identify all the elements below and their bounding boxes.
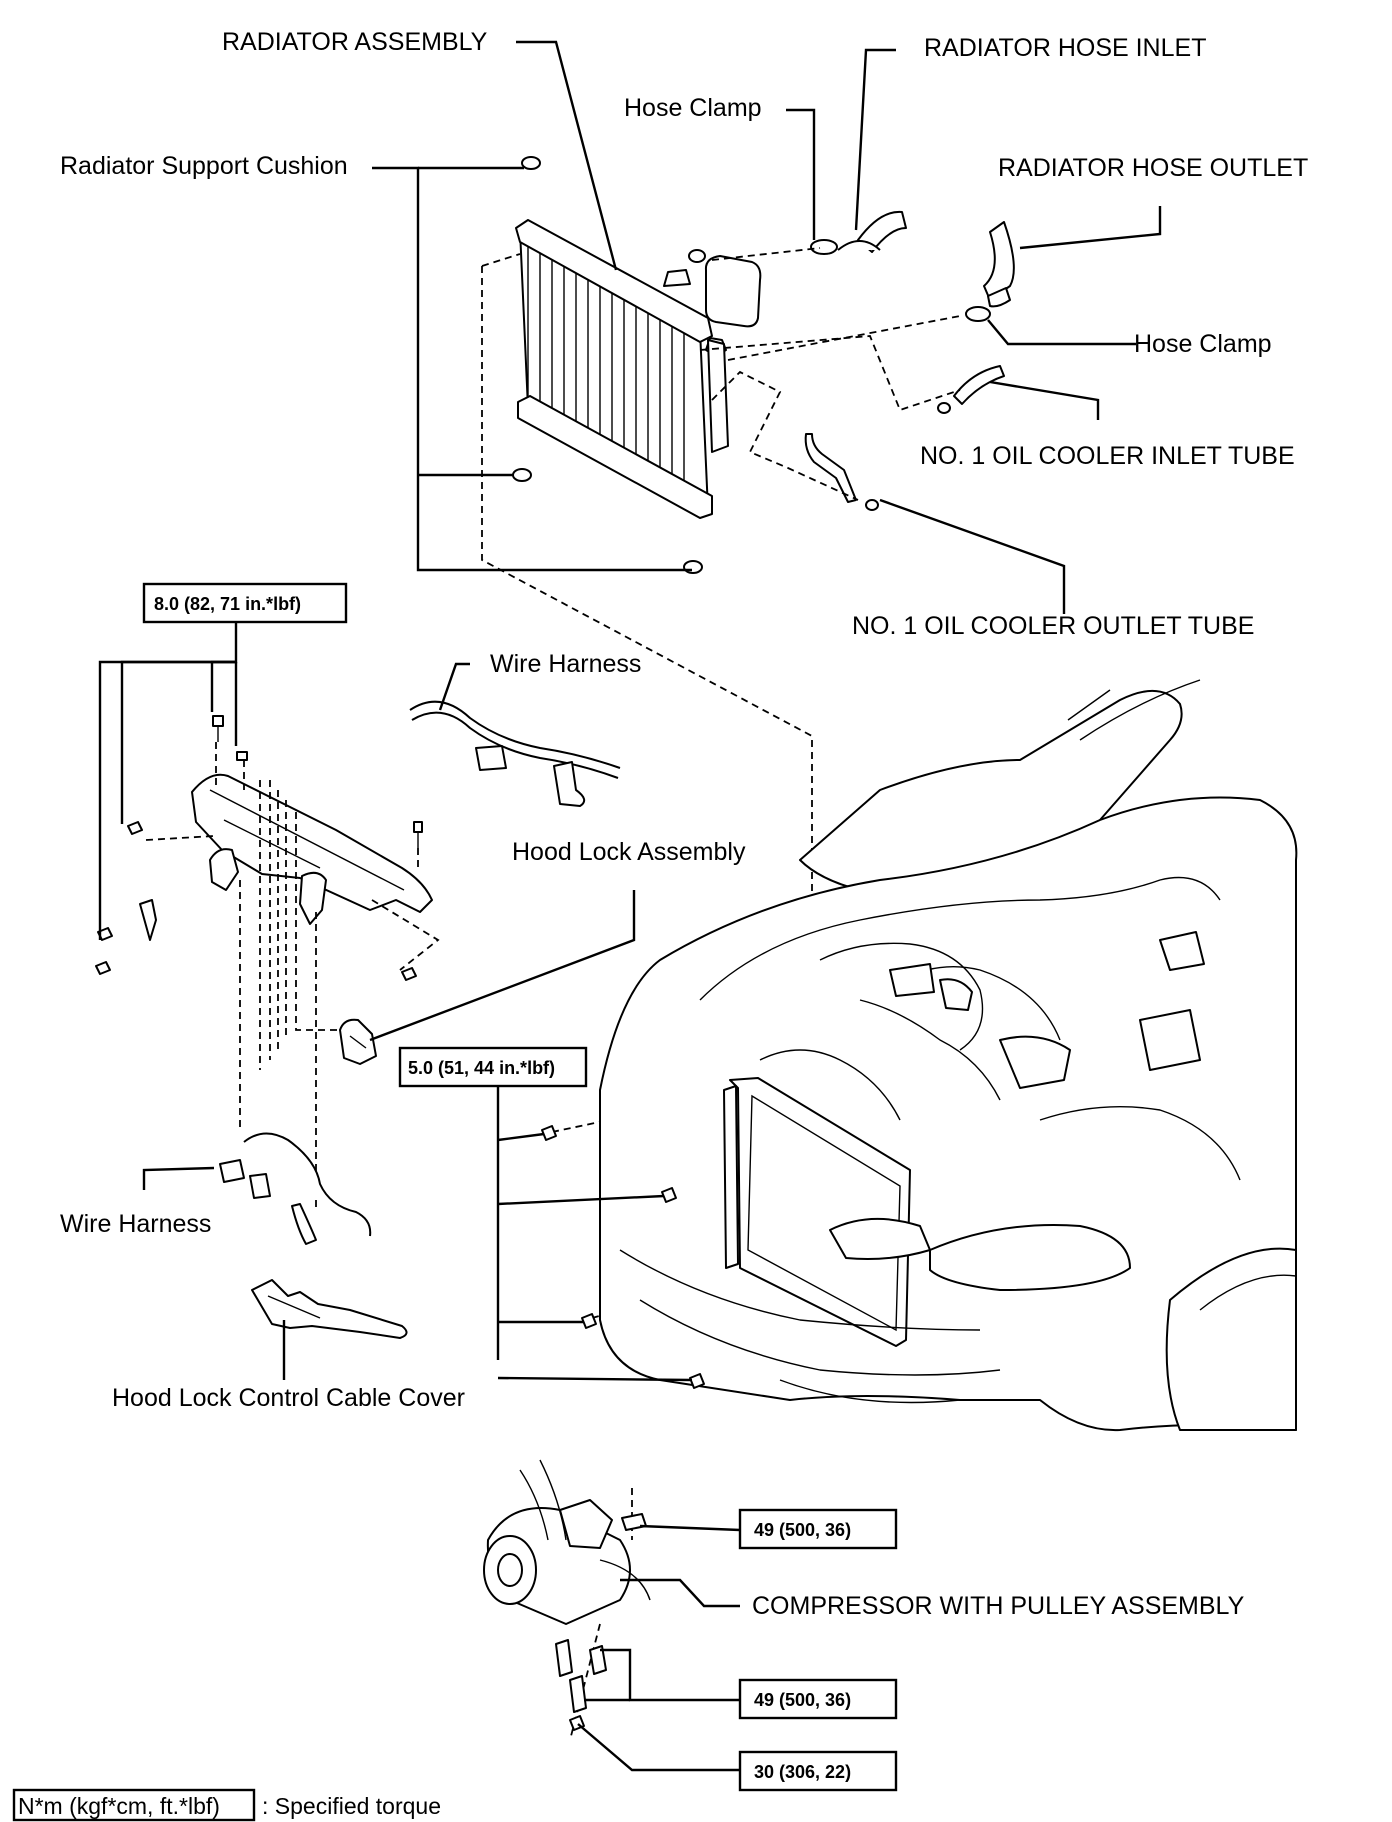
label-wire-harness-upper: Wire Harness xyxy=(490,650,641,678)
radiator-hose-outlet xyxy=(983,221,1015,308)
torque-box-condenser-bolts: 5.0 (51, 44 in.*lbf) xyxy=(398,1046,588,1088)
oil-cooler-outlet-tube xyxy=(804,433,879,511)
label-hood-lock-control-cable-cover: Hood Lock Control Cable Cover xyxy=(112,1384,465,1412)
compressor xyxy=(483,1459,651,1731)
label-hose-clamp-lower: Hose Clamp xyxy=(1134,330,1272,358)
label-radiator-hose-inlet: RADIATOR HOSE INLET xyxy=(924,34,1206,62)
torque-legend: N*m (kgf*cm, ft.*lbf) : Specified torque xyxy=(12,1788,441,1822)
label-radiator-hose-outlet: RADIATOR HOSE OUTLET xyxy=(998,154,1308,182)
torque-box-compressor-lower: 49 (500, 36) xyxy=(738,1678,898,1720)
hood-lock-control-cable-cover xyxy=(251,1279,408,1339)
torque-box-support-bolts: 8.0 (82, 71 in.*lbf) xyxy=(142,582,348,624)
upper-radiator-support xyxy=(191,773,433,925)
label-radiator-assembly: RADIATOR ASSEMBLY xyxy=(222,28,488,56)
support-bolts xyxy=(95,715,423,981)
label-hose-clamp-upper: Hose Clamp xyxy=(624,94,762,122)
torque-box-compressor-upper: 49 (500, 36) xyxy=(738,1508,898,1550)
hose-clamp-upper xyxy=(810,239,838,255)
svg-text:49 (500, 36): 49 (500, 36) xyxy=(754,1690,851,1710)
cushion-top-left xyxy=(521,156,541,170)
condenser xyxy=(723,1077,911,1347)
label-wire-harness-lower: Wire Harness xyxy=(60,1210,211,1238)
vehicle-front xyxy=(599,679,1298,1432)
wire-harness-upper xyxy=(409,700,621,807)
condenser-bolts xyxy=(541,1125,705,1389)
legend-description: : Specified torque xyxy=(262,1793,441,1819)
radiator-hose-inlet xyxy=(837,210,907,253)
label-oil-cooler-inlet-tube: NO. 1 OIL COOLER INLET TUBE xyxy=(920,442,1295,470)
torque-box-compressor-nut: 30 (306, 22) xyxy=(738,1750,898,1792)
svg-text:49 (500, 36): 49 (500, 36) xyxy=(754,1520,851,1540)
oil-cooler-inlet-tube xyxy=(937,365,1005,414)
cushion-top-right xyxy=(688,249,706,263)
torque-boxes: 8.0 (82, 71 in.*lbf) 5.0 (51, 44 in.*lbf… xyxy=(142,582,898,1792)
svg-text:5.0 (51, 44 in.*lbf): 5.0 (51, 44 in.*lbf) xyxy=(408,1058,555,1078)
cushion-bottom-left xyxy=(512,468,532,482)
callout-labels: RADIATOR ASSEMBLY RADIATOR HOSE INLET Ho… xyxy=(60,28,1308,1620)
label-oil-cooler-outlet-tube: NO. 1 OIL COOLER OUTLET TUBE xyxy=(852,612,1254,640)
hose-clamp-lower xyxy=(965,306,991,322)
label-compressor-with-pulley-assembly: COMPRESSOR WITH PULLEY ASSEMBLY xyxy=(752,1592,1245,1620)
legend-unit-box: N*m (kgf*cm, ft.*lbf) xyxy=(18,1793,220,1819)
leader-lines xyxy=(98,40,1162,1772)
hood-lock-assembly xyxy=(339,1018,377,1065)
wire-harness-lower xyxy=(219,1132,372,1245)
svg-text:30 (306, 22): 30 (306, 22) xyxy=(754,1762,851,1782)
label-radiator-support-cushion: Radiator Support Cushion xyxy=(60,152,348,180)
radiator-assembly xyxy=(512,156,762,574)
label-hood-lock-assembly: Hood Lock Assembly xyxy=(512,838,746,866)
svg-text:8.0 (82, 71 in.*lbf): 8.0 (82, 71 in.*lbf) xyxy=(154,594,301,614)
